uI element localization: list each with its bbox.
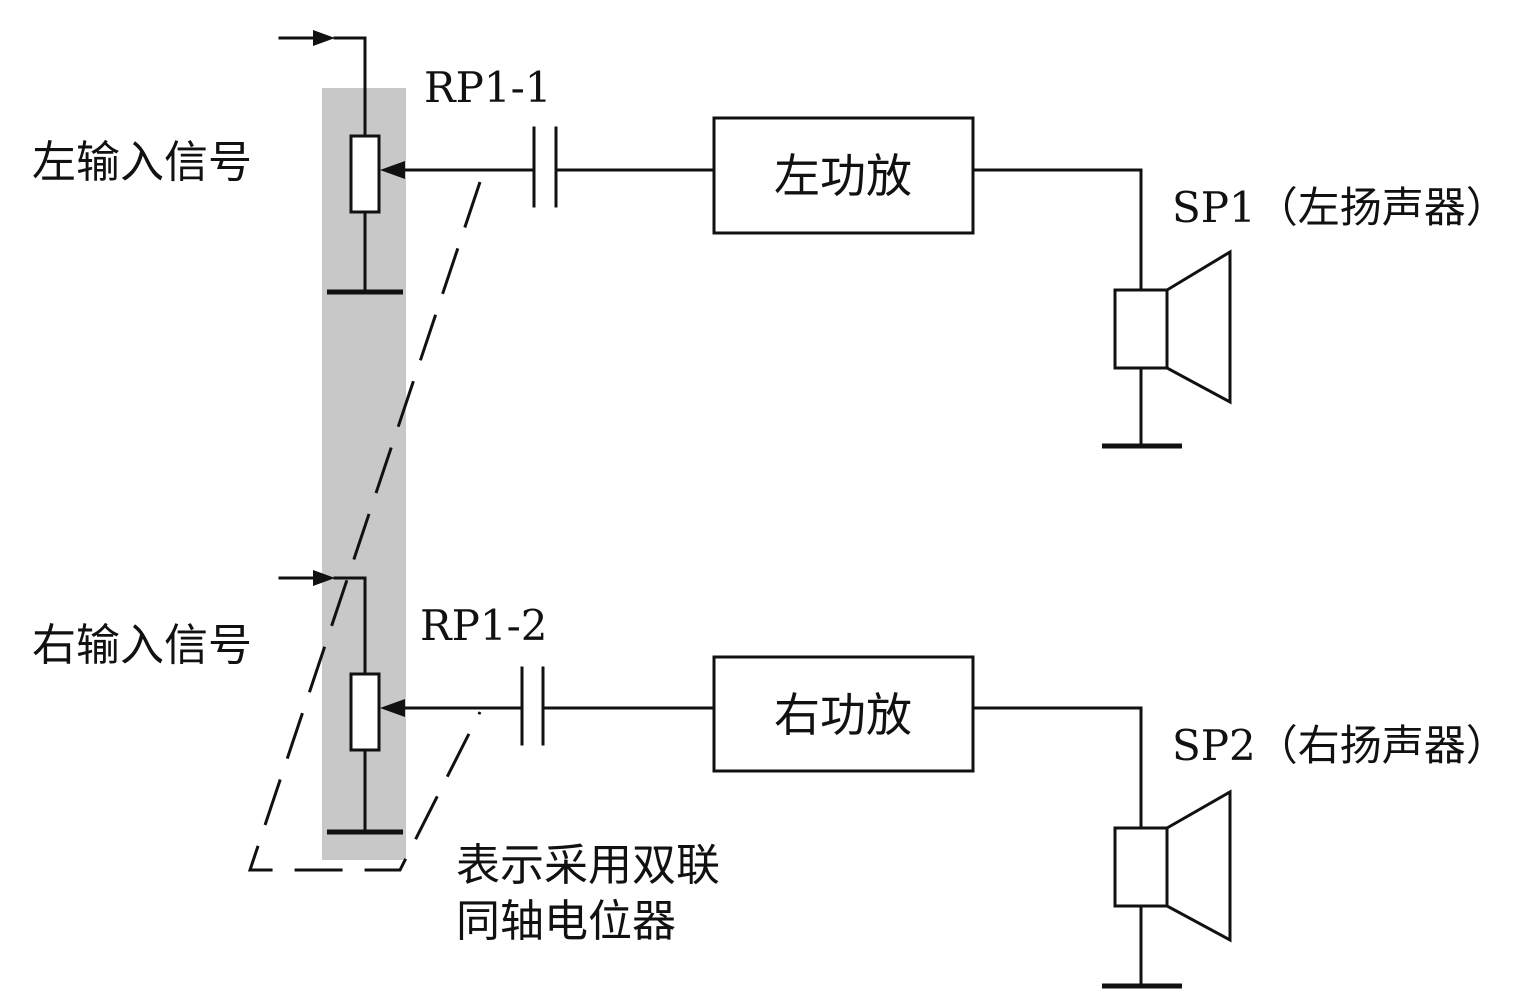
- right-input-label: 右输入信号: [32, 620, 252, 671]
- rp1-1-label: RP1-1: [424, 63, 552, 112]
- left-amp-label: 左功放: [774, 149, 912, 203]
- sp1-speaker-magnet: [1113, 288, 1169, 370]
- left-channel: [278, 30, 1232, 449]
- sp2-speaker-magnet: [1113, 826, 1169, 908]
- right-amp-box: [712, 655, 975, 773]
- sp1-label: SP1（左扬声器）: [1172, 183, 1508, 232]
- sp1-speaker-cone: [1165, 249, 1232, 405]
- note-line-1: 表示采用双联: [456, 840, 720, 891]
- note-line-2: 同轴电位器: [456, 896, 676, 947]
- left-amp-box: [712, 116, 975, 235]
- left-input-label: 左输入信号: [32, 137, 252, 188]
- right-amp-label: 右功放: [774, 688, 912, 742]
- rp1-1-wiper-arrowhead: [380, 161, 405, 179]
- rp1-2-resistor: [349, 672, 381, 752]
- rp1-2-wiper-arrowhead: [380, 699, 405, 717]
- sp2-speaker-cone: [1165, 789, 1232, 943]
- gang-dashed-outline: [247, 181, 482, 872]
- right-channel: [278, 570, 1232, 989]
- sp2-label: SP2（右扬声器）: [1172, 721, 1508, 770]
- left-input-arrowhead: [313, 30, 335, 46]
- right-input-arrowhead: [313, 570, 335, 586]
- rp1-2-label: RP1-2: [420, 601, 548, 650]
- rp1-1-resistor: [349, 134, 381, 214]
